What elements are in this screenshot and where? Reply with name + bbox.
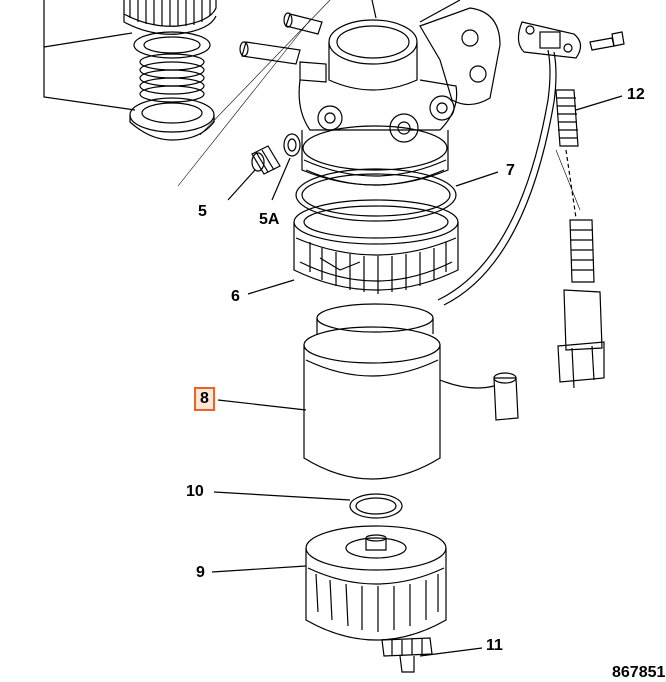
callout-11: 11 bbox=[486, 637, 503, 654]
water-trap-bowl bbox=[211, 525, 447, 641]
drain-plug bbox=[381, 637, 483, 673]
callout-5a: 5A bbox=[259, 211, 280, 228]
sealing-washer bbox=[271, 133, 301, 201]
seal-ring bbox=[213, 491, 403, 519]
diagram-reference-number: 867851 bbox=[612, 664, 666, 681]
callout-5: 5 bbox=[198, 203, 207, 220]
wiring-harness bbox=[437, 21, 625, 389]
callout-10: 10 bbox=[186, 483, 204, 500]
callout-8: 8 bbox=[194, 387, 215, 411]
retaining-collar bbox=[247, 199, 459, 295]
group-bracket bbox=[43, 0, 136, 111]
bleed-screw bbox=[227, 145, 281, 201]
callout-9: 9 bbox=[196, 564, 205, 581]
spring-valve-assembly bbox=[123, 0, 217, 141]
callout-12: 12 bbox=[627, 86, 645, 103]
callout-7: 7 bbox=[506, 162, 515, 179]
filter-element bbox=[217, 303, 519, 480]
filter-head bbox=[239, 0, 501, 186]
o-ring bbox=[295, 168, 499, 222]
callout-6: 6 bbox=[231, 288, 240, 305]
